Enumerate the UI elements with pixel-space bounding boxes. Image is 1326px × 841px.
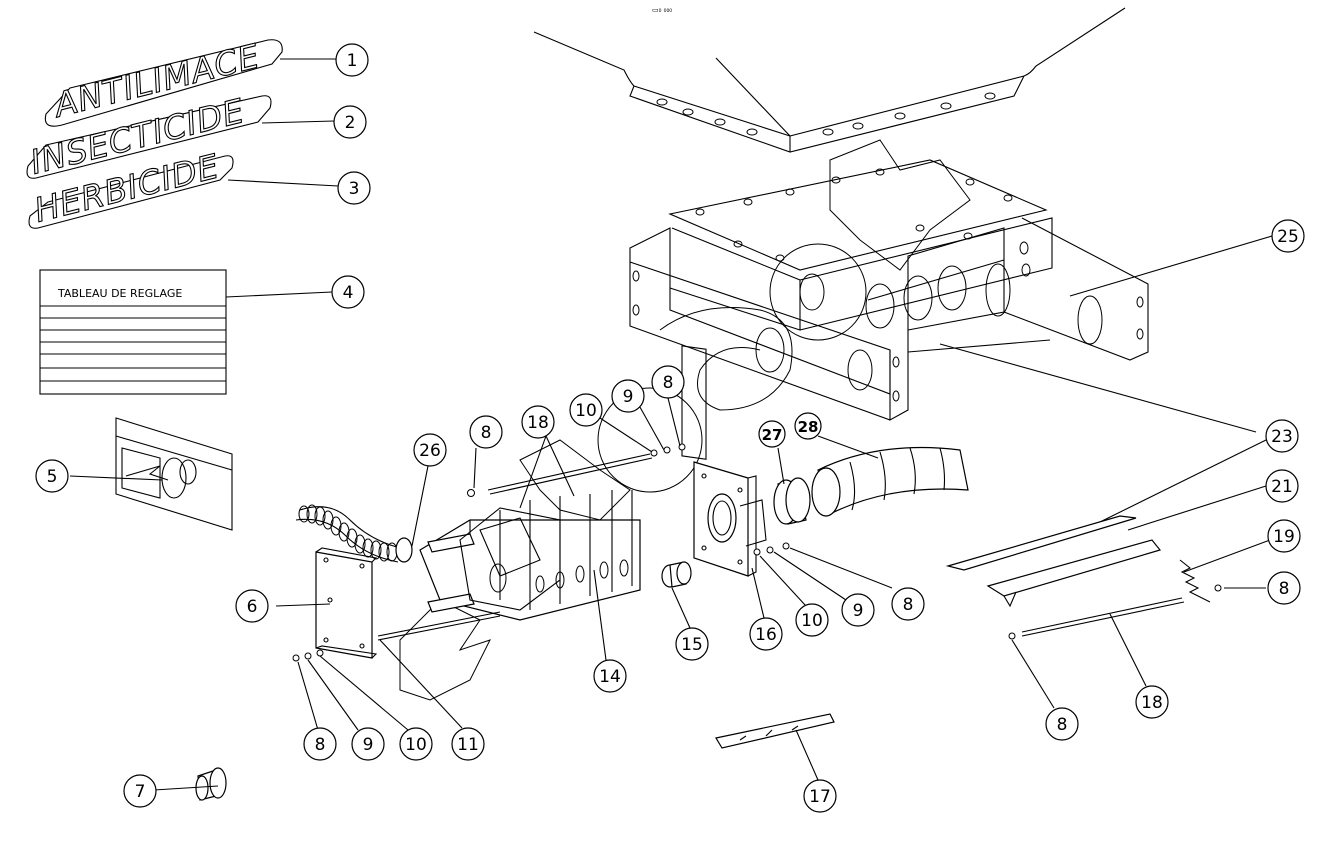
callout-17: 17 xyxy=(809,787,831,807)
callout-8: 8 xyxy=(1279,579,1290,599)
callouts xyxy=(35,43,1305,813)
callout-9: 9 xyxy=(363,735,374,755)
callout-2: 2 xyxy=(345,113,356,133)
flange-plate-16 xyxy=(693,461,767,577)
spring-19 xyxy=(1179,559,1211,603)
callout-25: 25 xyxy=(1277,227,1299,247)
callout-8: 8 xyxy=(903,595,914,615)
callout-14: 14 xyxy=(599,667,621,687)
hose-28 xyxy=(811,446,969,517)
callout-8: 8 xyxy=(315,735,326,755)
slide-21 xyxy=(986,539,1162,608)
callout-27: 27 xyxy=(762,426,783,444)
callout-8: 8 xyxy=(663,373,674,393)
callout-19: 19 xyxy=(1273,527,1295,547)
rod-11 xyxy=(377,611,501,641)
metering-units-14 xyxy=(419,490,641,621)
callout-8: 8 xyxy=(481,423,492,443)
rod-18-lower xyxy=(1021,597,1185,637)
callout-18: 18 xyxy=(527,413,549,433)
callout-9: 9 xyxy=(853,601,864,621)
callout-labels: 1 2 3 4 5 6 7 8 18 10 9 8 26 8 9 10 11 1… xyxy=(47,51,1299,807)
scraper-17 xyxy=(715,713,835,749)
callout-21: 21 xyxy=(1271,477,1293,497)
header-tag: ▭₀ ₀₀₀ xyxy=(652,6,672,14)
callout-18: 18 xyxy=(1141,693,1163,713)
settings-table: TABLEAU DE REGLAGE xyxy=(39,269,227,395)
fasteners xyxy=(292,443,1222,662)
cover-23 xyxy=(945,515,1137,571)
callout-5: 5 xyxy=(47,467,58,487)
callout-23: 23 xyxy=(1271,427,1293,447)
callout-15: 15 xyxy=(681,635,703,655)
sticker-5 xyxy=(115,417,233,531)
bushing-15 xyxy=(661,561,692,588)
bushing-7 xyxy=(195,767,227,801)
rod-18-upper xyxy=(487,453,653,495)
settings-table-title: TABLEAU DE REGLAGE xyxy=(57,287,182,300)
callout-8: 8 xyxy=(1057,715,1068,735)
callout-4: 4 xyxy=(343,283,354,303)
leader-lines xyxy=(69,58,1271,791)
callout-7: 7 xyxy=(135,782,146,802)
callout-3: 3 xyxy=(349,179,360,199)
callout-10: 10 xyxy=(405,735,427,755)
callout-16: 16 xyxy=(755,625,777,645)
metering-housing xyxy=(629,159,1149,460)
hopper-skirt xyxy=(533,7,1126,153)
callout-26: 26 xyxy=(419,441,441,461)
callout-1: 1 xyxy=(347,51,358,71)
callout-11: 11 xyxy=(457,735,479,755)
ring-27 xyxy=(773,477,811,525)
flex-hose-26 xyxy=(295,504,413,563)
plate-6 xyxy=(315,547,378,659)
callout-9: 9 xyxy=(623,387,634,407)
callout-6: 6 xyxy=(247,597,258,617)
watermark-shapes xyxy=(399,139,971,701)
callout-28: 28 xyxy=(798,418,819,436)
callout-10: 10 xyxy=(575,401,597,421)
callout-10: 10 xyxy=(801,611,823,631)
